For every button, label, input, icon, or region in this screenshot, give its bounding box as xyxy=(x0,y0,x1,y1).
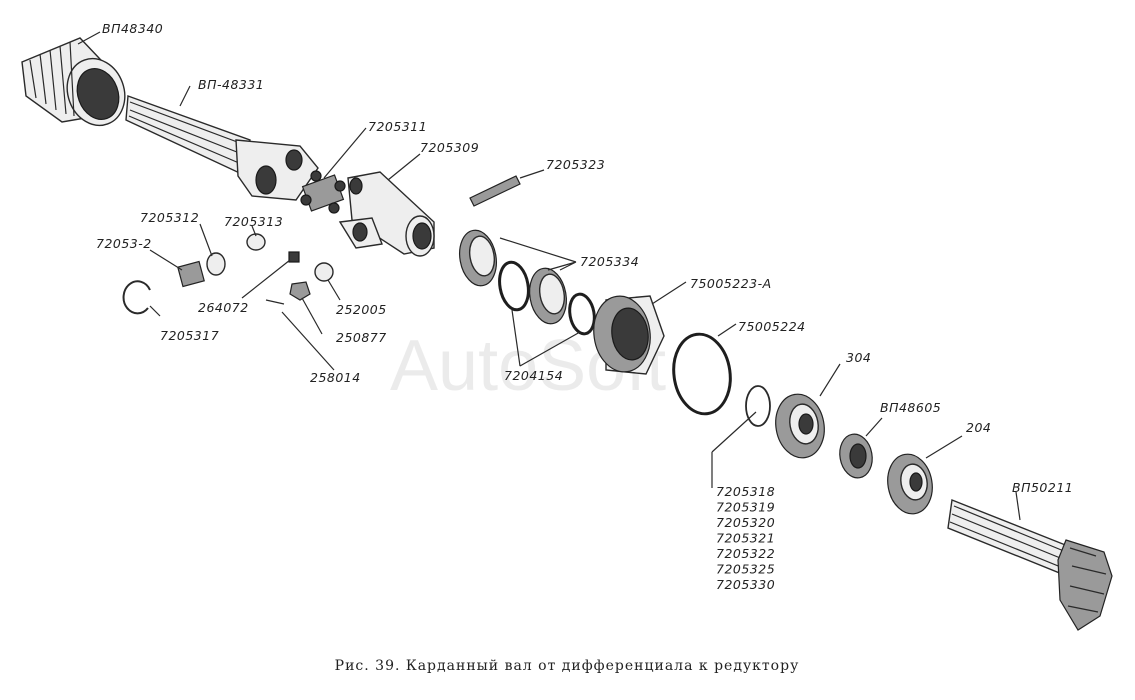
label-vp50211: ВП50211 xyxy=(1012,480,1073,495)
splined-gear-shaft xyxy=(947,499,1113,631)
label-250877: 250877 xyxy=(336,330,387,345)
washer-nut-group xyxy=(265,251,334,305)
seal-cups-group xyxy=(459,229,596,336)
retaining-ring xyxy=(122,280,151,315)
bearing-seal xyxy=(206,233,266,276)
label-7205312: 7205312 xyxy=(140,210,199,225)
adjusting-shim xyxy=(745,385,771,427)
label-304: 304 xyxy=(846,350,871,365)
bearing-housing xyxy=(593,295,665,375)
label-7205334: 7205334 xyxy=(580,254,639,269)
label-7204154: 7204154 xyxy=(504,368,563,383)
splined-sleeve xyxy=(21,37,126,127)
label-7205317: 7205317 xyxy=(160,328,219,343)
label-258014: 258014 xyxy=(310,370,361,385)
label-7205311: 7205311 xyxy=(368,119,427,134)
flange-yoke xyxy=(338,171,435,257)
ball-bearing-304 xyxy=(775,393,825,459)
label-252005: 252005 xyxy=(336,302,387,317)
part-list-item: 7205322 xyxy=(716,546,775,561)
sealing-ring xyxy=(672,332,732,416)
part-list-item: 7205325 xyxy=(716,562,775,577)
label-264072: 264072 xyxy=(198,300,249,315)
roller-bearing xyxy=(839,433,873,479)
lubricator-tube xyxy=(469,175,521,207)
label-72053-2: 72053-2 xyxy=(96,236,152,251)
part-number-list: 7205318720531972053207205321720532272053… xyxy=(716,484,775,592)
label-7205313: 7205313 xyxy=(224,214,283,229)
label-7205309: 7205309 xyxy=(420,140,479,155)
part-list-item: 7205330 xyxy=(716,577,775,592)
needle-bearing-cup xyxy=(177,260,205,288)
universal-joint-cross xyxy=(300,170,346,214)
figure-caption: Рис. 39. Карданный вал от дифференциала … xyxy=(335,658,800,674)
part-list-item: 7205319 xyxy=(716,500,775,515)
part-list-item: 7205321 xyxy=(716,531,775,546)
label-vp48340: ВП48340 xyxy=(102,21,163,36)
part-list-item: 7205318 xyxy=(716,484,775,499)
label-204: 204 xyxy=(966,420,991,435)
label-7205323: 7205323 xyxy=(546,157,605,172)
label-75005224: 75005224 xyxy=(738,319,806,334)
label-vp48331: ВП-48331 xyxy=(198,77,264,92)
label-vp48605: ВП48605 xyxy=(880,400,941,415)
part-labels: ВП48340 ВП-48331 7205311 7205309 7205323… xyxy=(96,21,1073,495)
splined-shaft-with-yoke xyxy=(125,95,319,201)
ball-bearing-204 xyxy=(887,453,933,515)
leader-lines xyxy=(77,31,1021,521)
part-list-item: 7205320 xyxy=(716,515,775,530)
label-75005223-a: 75005223-А xyxy=(690,276,772,291)
